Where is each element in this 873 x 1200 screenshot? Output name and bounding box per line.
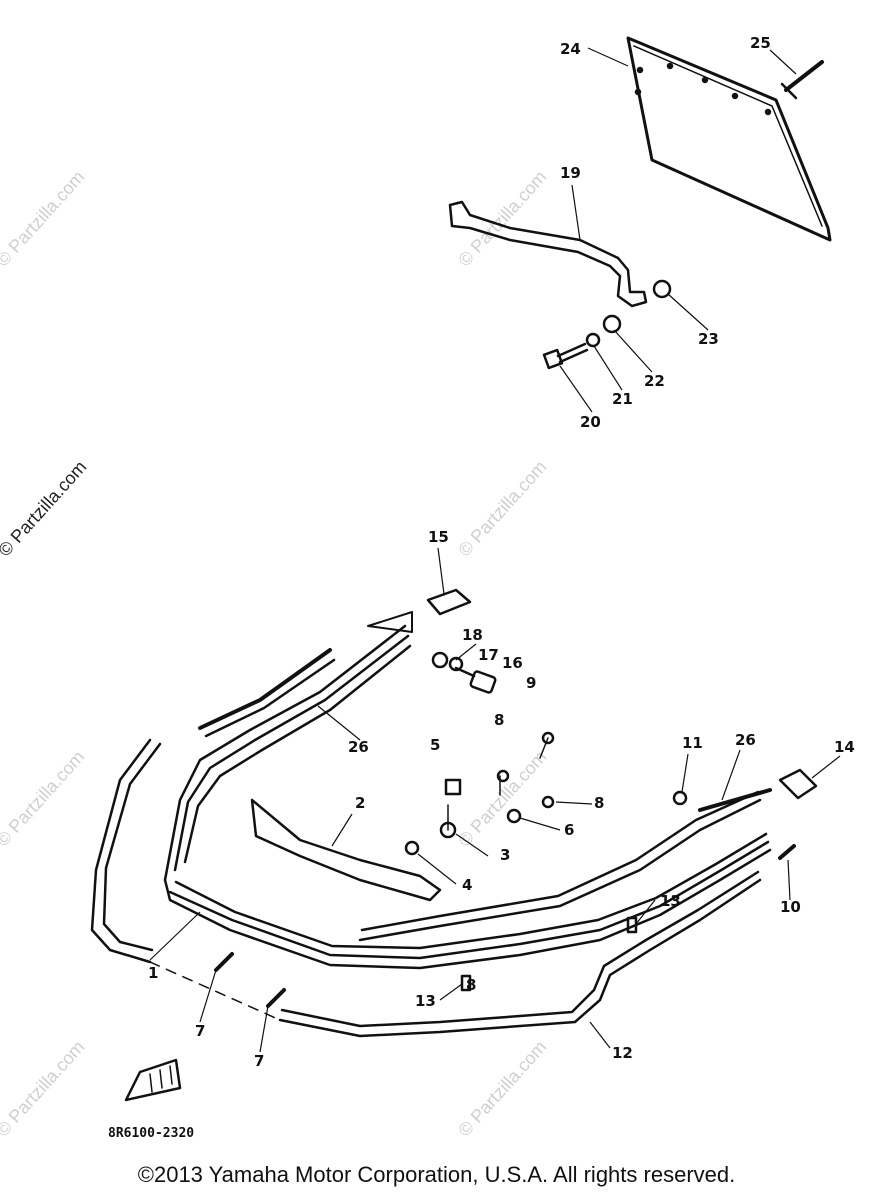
part-4-washer — [404, 840, 420, 856]
part-label-5: 5 — [430, 736, 440, 754]
part-11-nut — [672, 790, 688, 806]
part-label-8: 8 — [594, 794, 604, 812]
part-label-8: 8 — [494, 711, 504, 729]
part-12-rub-rail — [90, 738, 762, 1038]
part-label-3: 3 — [500, 846, 510, 864]
part-label-9: 9 — [526, 674, 536, 692]
fastener-clip-icon — [124, 1058, 182, 1102]
part-label-18: 18 — [462, 626, 483, 644]
part-label-1: 1 — [148, 964, 158, 982]
part-8-nut — [541, 795, 555, 809]
copyright-footer: ©2013 Yamaha Motor Corporation, U.S.A. A… — [137, 1162, 736, 1187]
part-20-bolt — [542, 342, 589, 370]
part-26-rail-left — [198, 648, 336, 738]
part-label-23: 23 — [698, 330, 719, 348]
part-label-12: 12 — [612, 1044, 633, 1062]
part-9-nut — [541, 731, 555, 745]
part-2-bracket — [250, 798, 442, 902]
part-label-20: 20 — [580, 413, 601, 431]
part-label-19: 19 — [560, 164, 581, 182]
part-16-bolt — [454, 666, 497, 694]
part-label-26: 26 — [735, 731, 756, 749]
part-8-nut — [496, 769, 510, 783]
part-24-panel — [626, 36, 832, 242]
part-7-screw — [214, 952, 234, 972]
part-label-7: 7 — [254, 1052, 264, 1070]
part-label-11: 11 — [682, 734, 703, 752]
part-22-washer — [602, 314, 622, 334]
part-1-frame — [163, 624, 772, 970]
part-label-10: 10 — [780, 898, 801, 916]
part-label-2: 2 — [355, 794, 365, 812]
part-label-15: 15 — [428, 528, 449, 546]
part-14-end-cap — [778, 768, 818, 800]
part-21-washer — [585, 332, 601, 348]
part-6-washer — [506, 808, 522, 824]
part-label-14: 14 — [834, 738, 855, 756]
part-number-labels: 1 2 3 4 5 6 7 7 8 8 8 9 10 11 12 13 13 1… — [148, 34, 855, 1070]
diagram-code: 8R6100-2320 — [108, 1126, 194, 1141]
part-15-clip — [367, 588, 472, 633]
part-label-17: 17 — [478, 646, 499, 664]
part-19-bracket — [448, 200, 648, 308]
part-label-13: 13 — [660, 892, 681, 910]
part-10-screw — [778, 844, 796, 860]
part-17-washer — [448, 656, 464, 672]
part-label-22: 22 — [644, 372, 665, 390]
part-label-6: 6 — [564, 821, 574, 839]
part-label-25: 25 — [750, 34, 771, 52]
part-26-rail-right — [698, 788, 772, 812]
part-label-7: 7 — [195, 1022, 205, 1040]
part-7-screw — [266, 988, 286, 1008]
part-13-plug — [626, 916, 638, 934]
part-label-26: 26 — [348, 738, 369, 756]
part-label-4: 4 — [462, 876, 472, 894]
part-18-collar — [431, 651, 449, 669]
part-25-screw — [780, 60, 824, 100]
part-label-21: 21 — [612, 390, 633, 408]
part-label-16: 16 — [502, 654, 523, 672]
part-23-nut — [652, 279, 672, 299]
part-label-13: 13 — [415, 992, 436, 1010]
part-label-24: 24 — [560, 40, 581, 58]
part-5-clip — [444, 778, 462, 796]
part-13-plug — [460, 974, 472, 992]
part-label-8: 8 — [466, 976, 476, 994]
